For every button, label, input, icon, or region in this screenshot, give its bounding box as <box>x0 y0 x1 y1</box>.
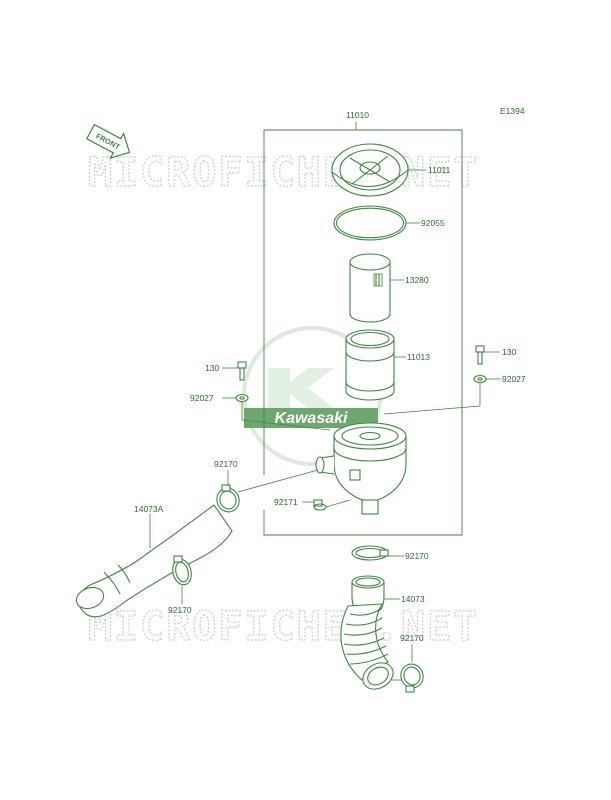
bolt-left <box>237 361 247 381</box>
label-92027-right: 92027 <box>502 374 526 384</box>
label-92170-center: 92170 <box>405 551 429 561</box>
washer-right <box>473 374 487 384</box>
label-11010: 11010 <box>346 110 369 120</box>
hose-clamp-center <box>351 545 389 561</box>
o-ring <box>333 205 407 241</box>
front-arrow-icon: FRONT <box>86 123 131 160</box>
label-92055: 92055 <box>421 218 445 228</box>
label-92170-lower-left: 92170 <box>168 605 192 615</box>
watermark-top: MICROFICHES.NET <box>88 150 479 196</box>
label-130-left: 130 <box>205 363 219 373</box>
assembly-frame <box>263 122 463 536</box>
inner-filter-element <box>349 253 391 323</box>
label-11013: 11013 <box>407 352 430 362</box>
label-130-right: 130 <box>502 347 516 357</box>
watermark-bottom: MICROFICHES.NET <box>88 604 479 650</box>
intake-duct <box>75 504 233 618</box>
label-14073: 14073 <box>401 594 425 604</box>
hose-clamp-bottom <box>400 663 424 693</box>
label-92170-bottom: 92170 <box>400 633 424 643</box>
cover-cap <box>331 143 409 197</box>
outer-filter-element <box>345 329 395 401</box>
air-cleaner-housing <box>315 422 407 515</box>
small-clamp <box>313 499 327 511</box>
lower-duct <box>340 575 394 690</box>
bolt-right <box>475 345 485 365</box>
diagram-code: E1394 <box>500 106 525 116</box>
hose-clamp-lower-left <box>172 555 192 586</box>
label-92171: 92171 <box>274 497 298 507</box>
kawasaki-logo: Kawasaki <box>242 326 382 466</box>
washer-left <box>235 393 249 403</box>
label-92170-upper-left: 92170 <box>214 459 238 469</box>
svg-text:Kawasaki: Kawasaki <box>275 410 348 427</box>
label-14073A: 14073A <box>134 504 164 514</box>
label-13280: 13280 <box>405 275 429 285</box>
label-11011: 11011 <box>428 165 451 175</box>
hose-clamp-upper-left <box>216 484 240 513</box>
label-92027-left: 92027 <box>190 393 214 403</box>
